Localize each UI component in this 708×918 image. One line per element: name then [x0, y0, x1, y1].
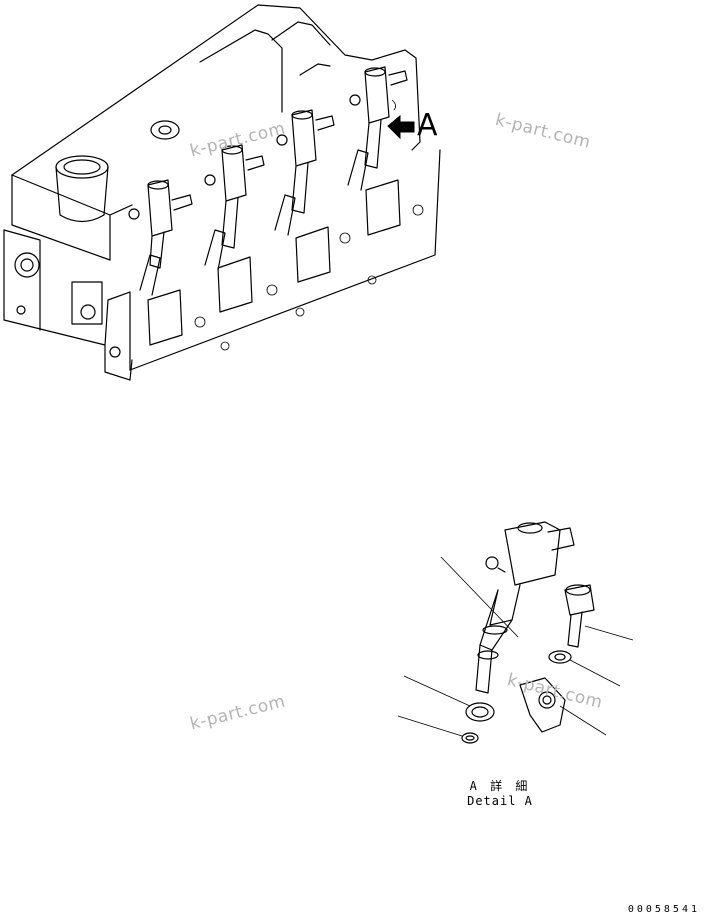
detail-caption-japanese: A 詳 細	[469, 779, 531, 793]
leader-injector	[440, 556, 519, 638]
injector-4	[347, 66, 408, 191]
breather-cap	[150, 120, 180, 140]
detail-clamp	[519, 677, 566, 733]
detail-gasket	[465, 702, 495, 722]
injector-3	[274, 109, 335, 236]
detail-a-view	[397, 521, 634, 744]
detail-caption-english: Detail A	[467, 794, 533, 808]
detail-a-caption: A 詳 細 Detail A	[455, 777, 545, 808]
injector-1	[128, 179, 193, 296]
view-a-label: A	[417, 108, 438, 143]
leader-o-ring	[397, 715, 463, 737]
leader-washer	[569, 659, 621, 687]
view-a-arrow	[387, 99, 415, 140]
leader-bolt	[584, 625, 634, 641]
detail-injector	[475, 521, 575, 694]
drawing-code: 00058541	[627, 904, 700, 915]
oil-filler-neck	[55, 155, 109, 223]
injector-2	[204, 144, 265, 271]
detail-o-ring	[461, 732, 479, 744]
leader-gasket	[403, 675, 471, 707]
leader-clamp	[559, 705, 607, 736]
injector-group	[128, 66, 408, 296]
cylinder-head-assembly	[3, 4, 441, 381]
detail-washer	[548, 650, 572, 664]
detail-bolt	[564, 584, 595, 648]
